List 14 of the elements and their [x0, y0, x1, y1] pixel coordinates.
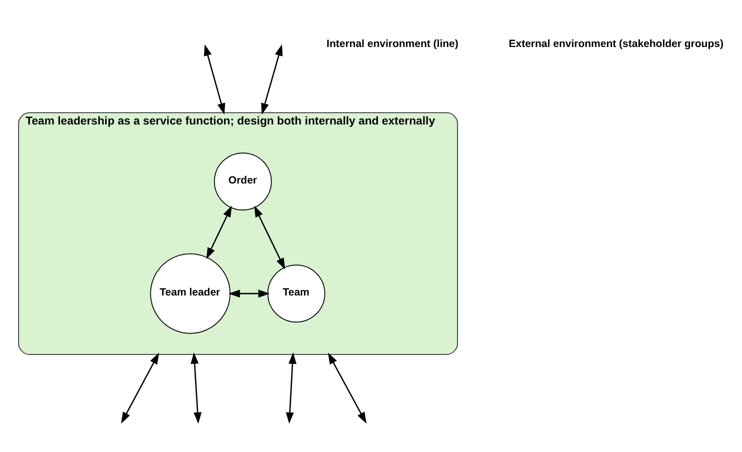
node-circle: Order [214, 152, 272, 210]
node-circle: Team leader [150, 253, 230, 334]
label: Internal environment (line) [326, 38, 458, 50]
arrow [206, 206, 232, 260]
arrow [254, 206, 286, 270]
arrow [228, 290, 270, 298]
arrow [204, 44, 226, 115]
node-circle: Team [267, 264, 326, 322]
label: External environment (stakeholder groups) [508, 38, 724, 50]
arrow [261, 44, 283, 115]
arrow [328, 352, 366, 424]
arrow [286, 352, 296, 424]
arrow [190, 352, 202, 424]
arrow [121, 352, 160, 424]
